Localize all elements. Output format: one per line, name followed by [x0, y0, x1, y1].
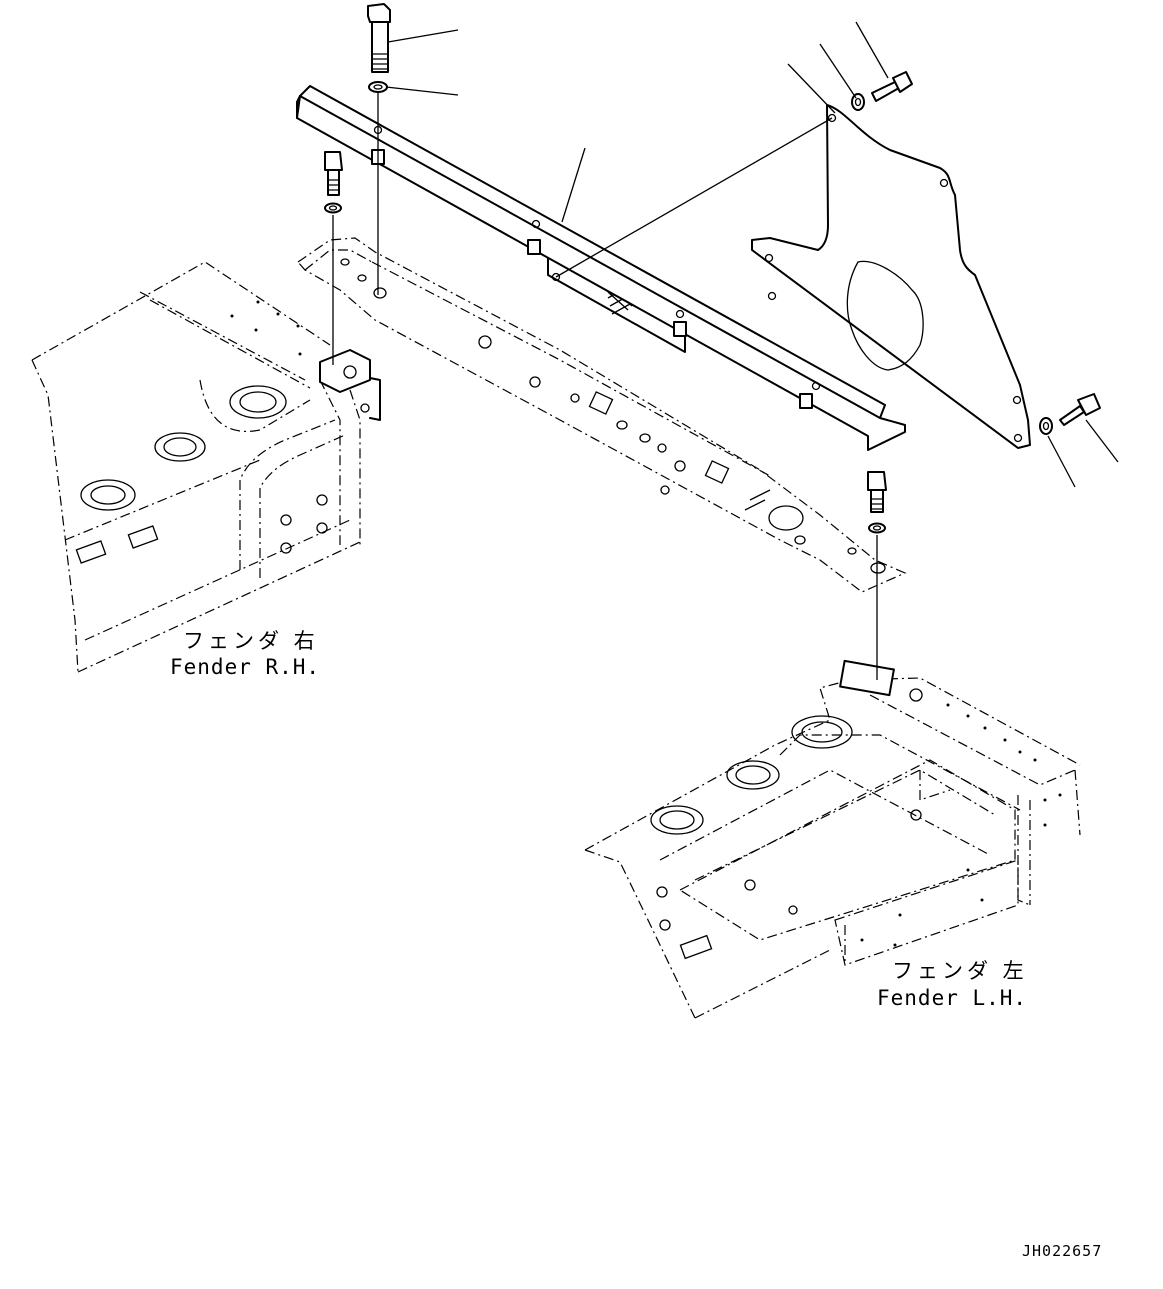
bolt-lh — [868, 472, 886, 533]
fender-rh — [32, 262, 380, 672]
fender-rh-label-jp: フェンダ 右 — [183, 629, 319, 653]
washer-top — [369, 82, 387, 92]
callout-leaders — [386, 22, 1118, 487]
bolt-rh — [325, 152, 342, 213]
cover-plate — [752, 105, 1030, 448]
fender-rh-label-en: Fender R.H. — [170, 655, 321, 679]
fender-lh-label-en: Fender L.H. — [877, 986, 1028, 1010]
cross-bracket — [298, 238, 905, 592]
bolt-plate-upper — [852, 72, 912, 110]
bolt-plate-lower — [1040, 394, 1100, 434]
drawing-code: JH022657 — [1022, 1242, 1103, 1260]
fender-lh-label-jp: フェンダ 左 — [892, 959, 1028, 983]
fender-lh — [585, 661, 1080, 1018]
alignment-lines — [333, 92, 877, 680]
support-bar — [297, 86, 905, 450]
bolt-top — [368, 4, 390, 72]
